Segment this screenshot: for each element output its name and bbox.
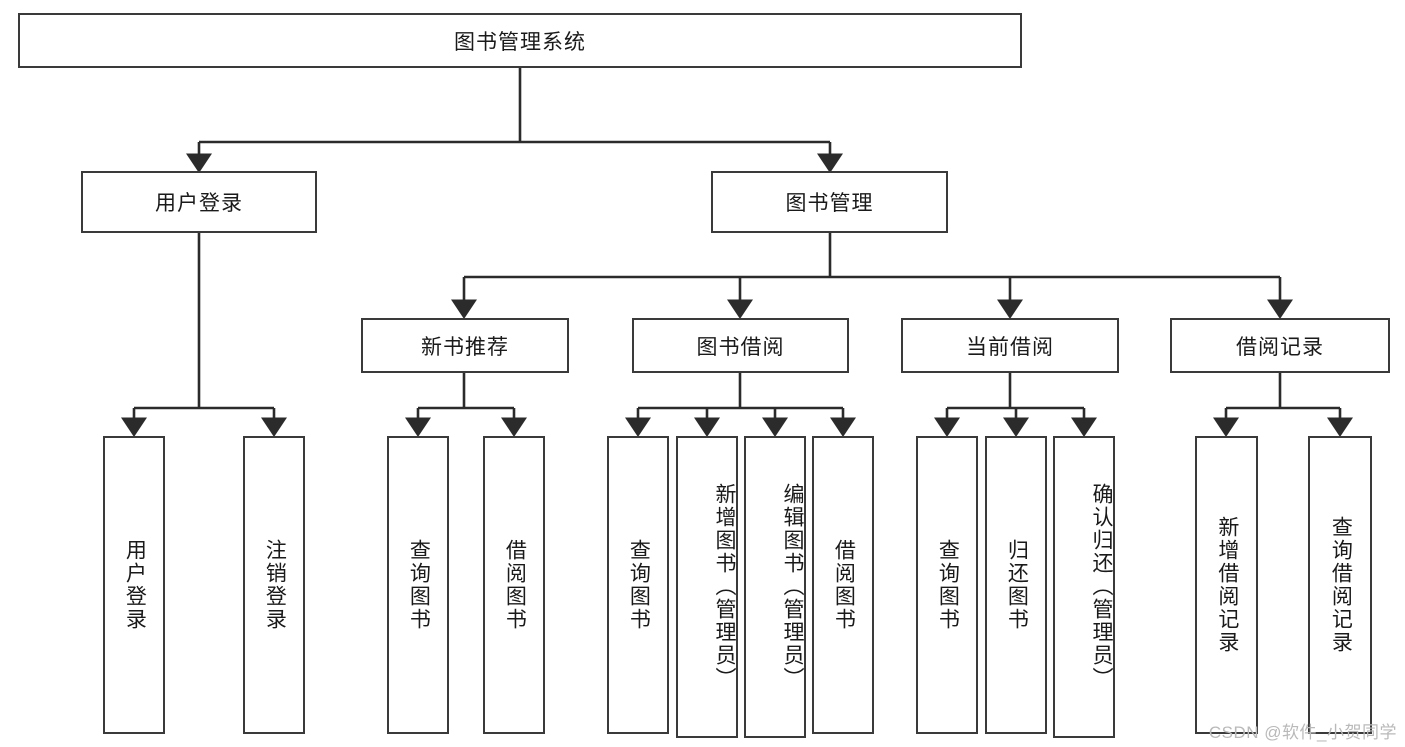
node-leaf-query-borrow-record-label: 查询借阅记录 (1329, 516, 1353, 654)
node-leaf-query-book-rec[interactable]: 查询图书 (387, 436, 449, 734)
node-current-borrow-label: 当前借阅 (966, 335, 1054, 359)
node-leaf-add-book-admin-label: 新增图书（管理员） (713, 482, 736, 690)
node-user-login-label: 用户登录 (155, 192, 243, 215)
node-leaf-confirm-return-admin-label: 确认归还（管理员） (1090, 482, 1113, 690)
node-leaf-user-login[interactable]: 用户登录 (103, 436, 165, 734)
node-leaf-add-book-admin[interactable]: 新增图书（管理员） (676, 436, 738, 738)
node-leaf-edit-book-admin-label: 编辑图书（管理员） (781, 482, 804, 690)
node-leaf-borrow-book-rec[interactable]: 借阅图书 (483, 436, 545, 734)
node-book-manage[interactable]: 图书管理 (711, 171, 948, 233)
node-leaf-borrow-book-rec-label: 借阅图书 (503, 539, 527, 631)
node-current-borrow[interactable]: 当前借阅 (901, 318, 1119, 373)
node-leaf-query-book-current[interactable]: 查询图书 (916, 436, 978, 734)
node-leaf-query-borrow-record[interactable]: 查询借阅记录 (1308, 436, 1372, 734)
node-leaf-logout-login-label: 注销登录 (263, 539, 287, 631)
node-book-borrow-label: 图书借阅 (696, 335, 785, 359)
node-new-book-recommend[interactable]: 新书推荐 (361, 318, 569, 373)
node-leaf-add-borrow-record-label: 新增借阅记录 (1215, 516, 1239, 654)
node-root-label: 图书管理系统 (454, 30, 586, 54)
node-leaf-logout-login[interactable]: 注销登录 (243, 436, 305, 734)
node-leaf-borrow-book[interactable]: 借阅图书 (812, 436, 874, 734)
node-borrow-record[interactable]: 借阅记录 (1170, 318, 1390, 373)
node-leaf-return-book-label: 归还图书 (1005, 539, 1029, 631)
node-leaf-edit-book-admin[interactable]: 编辑图书（管理员） (744, 436, 806, 738)
node-leaf-return-book[interactable]: 归还图书 (985, 436, 1047, 734)
node-new-book-recommend-label: 新书推荐 (421, 335, 509, 359)
node-leaf-confirm-return-admin[interactable]: 确认归还（管理员） (1053, 436, 1115, 738)
node-user-login[interactable]: 用户登录 (81, 171, 317, 233)
node-leaf-borrow-book-label: 借阅图书 (832, 539, 856, 631)
csdn-watermark: CSDN @软件_小贺同学 (1208, 723, 1397, 742)
node-leaf-user-login-label: 用户登录 (123, 539, 147, 631)
node-book-borrow[interactable]: 图书借阅 (632, 318, 849, 373)
node-borrow-record-label: 借阅记录 (1236, 335, 1324, 359)
node-leaf-query-book-current-label: 查询图书 (936, 539, 960, 631)
node-leaf-query-book-borrow[interactable]: 查询图书 (607, 436, 669, 734)
node-leaf-query-book-borrow-label: 查询图书 (627, 539, 651, 631)
node-leaf-query-book-rec-label: 查询图书 (407, 539, 431, 631)
node-book-manage-label: 图书管理 (785, 192, 874, 215)
node-leaf-add-borrow-record[interactable]: 新增借阅记录 (1195, 436, 1258, 734)
node-root[interactable]: 图书管理系统 (18, 13, 1022, 68)
